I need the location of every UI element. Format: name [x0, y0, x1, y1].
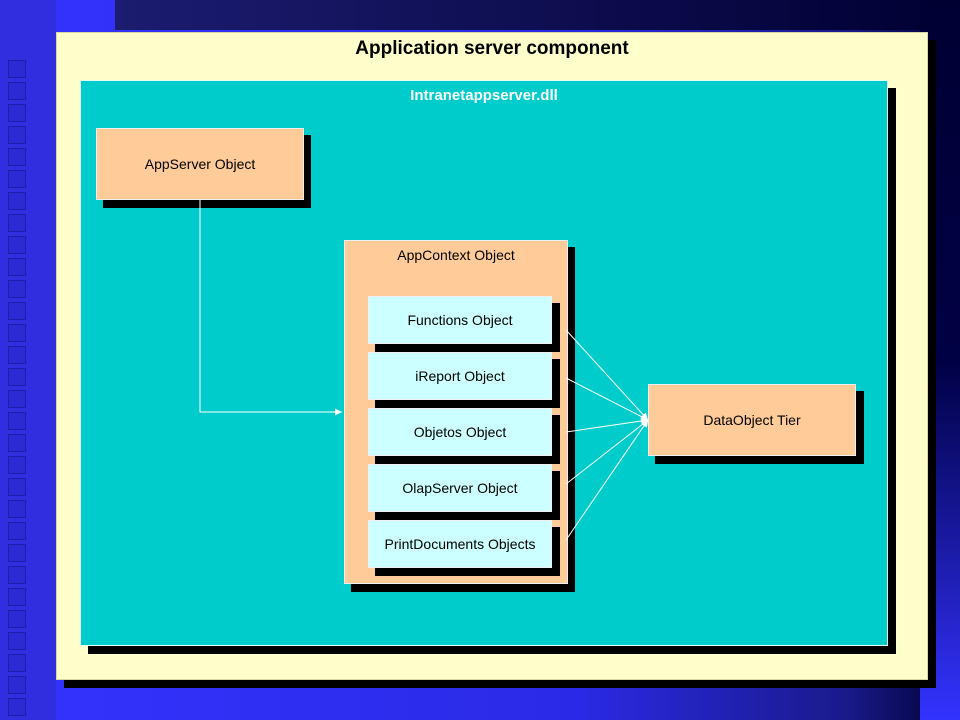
objetos-to-dataobject-connector	[565, 417, 649, 433]
decorative-square	[8, 676, 26, 694]
decorative-square	[8, 456, 26, 474]
decorative-square	[8, 258, 26, 276]
decorative-square	[8, 170, 26, 188]
diagram-title: Application server component	[355, 38, 629, 59]
decorative-square	[8, 324, 26, 342]
decorative-square	[8, 390, 26, 408]
appcontext-object-label: AppContext Object	[397, 247, 515, 263]
decorative-square	[8, 478, 26, 496]
dll-label: Intranetappserver.dll	[410, 87, 558, 104]
decorative-square	[8, 280, 26, 298]
decorative-square	[8, 412, 26, 430]
olapserver-object-label: OlapServer Object	[402, 480, 518, 496]
dataobject-tier-box: DataObject Tier	[648, 384, 856, 456]
decorative-square	[8, 60, 26, 78]
decorative-square	[8, 82, 26, 100]
objetos-object-box: Objetos Object	[368, 408, 552, 456]
decorative-square	[8, 698, 26, 716]
printdocuments-to-dataobject-connector	[565, 419, 649, 541]
ireport-object-box: iReport Object	[368, 352, 552, 400]
objetos-object-label: Objetos Object	[413, 424, 507, 440]
decorative-square	[8, 588, 26, 606]
olapserver-object-box: OlapServer Object	[368, 464, 552, 512]
decorative-square	[8, 126, 26, 144]
decorative-square	[8, 632, 26, 650]
appserver-object-label: AppServer Object	[144, 156, 256, 172]
appserver-to-appcontext-connector	[199, 200, 342, 416]
decorative-square	[8, 192, 26, 210]
decorative-square	[8, 104, 26, 122]
functions-object-label: Functions Object	[407, 312, 513, 328]
decorative-square	[8, 566, 26, 584]
ireport-object-label: iReport Object	[415, 368, 505, 384]
decorative-square	[8, 500, 26, 518]
decorative-square	[8, 654, 26, 672]
decorative-square	[8, 522, 26, 540]
appserver-object-box: AppServer Object	[96, 128, 304, 200]
olapserver-to-dataobject-connector	[565, 419, 649, 485]
functions-to-dataobject-connector	[565, 329, 649, 421]
decorative-square	[8, 148, 26, 166]
decorative-square	[8, 544, 26, 562]
decorative-square	[8, 302, 26, 320]
ireport-to-dataobject-connector	[565, 377, 649, 421]
decorative-square	[8, 214, 26, 232]
decorative-square	[8, 346, 26, 364]
background-top-strip	[115, 0, 960, 30]
decorative-square	[8, 434, 26, 452]
dataobject-tier-label: DataObject Tier	[703, 412, 801, 428]
decorative-square	[8, 368, 26, 386]
decorative-square	[8, 236, 26, 254]
functions-object-box: Functions Object	[368, 296, 552, 344]
printdocuments-objects-box: PrintDocuments Objects	[368, 520, 552, 568]
printdocuments-objects-label: PrintDocuments Objects	[384, 536, 536, 552]
decorative-square	[8, 610, 26, 628]
